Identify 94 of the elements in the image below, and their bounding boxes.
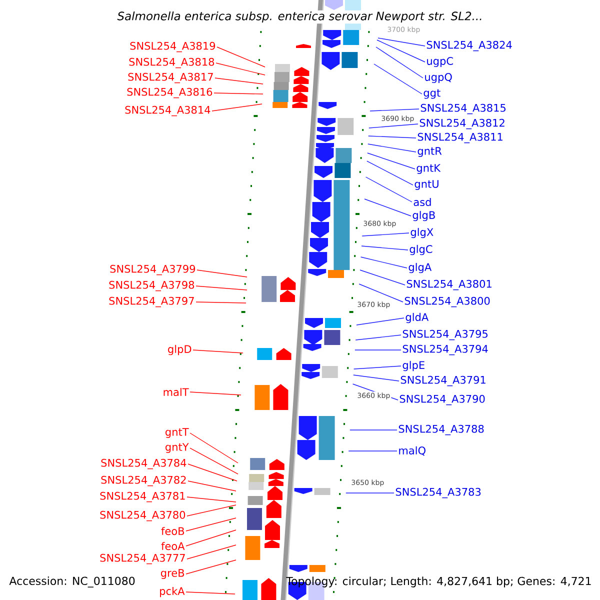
gene-label: SNSL254_A3799 — [110, 264, 196, 276]
gene-label: SNSL254_A3797 — [109, 296, 194, 308]
gene-label: SNSL254_A3818 — [129, 58, 214, 68]
leader-line — [196, 286, 248, 290]
leader-line — [353, 374, 400, 382]
gene-label: SNSL254_A3817 — [128, 72, 213, 84]
title: Salmonella enterica subsp. enterica serovar Newport str. SL2... — [116, 10, 484, 24]
leader-line — [358, 284, 404, 302]
leader-line — [348, 450, 398, 452]
leader-line — [365, 176, 412, 202]
leader-line — [216, 46, 266, 68]
leader-line — [366, 160, 414, 186]
gene-label: malQ — [399, 446, 426, 456]
leader-line — [186, 544, 236, 560]
gene-label: gntT — [166, 428, 189, 438]
gene-label: SNSL254_A3781 — [100, 492, 185, 502]
gene-label: feoB — [161, 526, 184, 536]
gene-label: SNSL254_A3780 — [100, 510, 186, 522]
leader-line — [186, 560, 236, 574]
gene-label: greB — [160, 569, 184, 579]
gene-label: SNSL254_A3788 — [398, 424, 484, 436]
gene-label: SNSL254_A3815 — [420, 104, 506, 114]
leader-line — [367, 152, 416, 170]
gene-label: glgA — [408, 262, 432, 274]
leader-line — [190, 448, 238, 474]
leader-line — [186, 530, 236, 546]
leader-line — [212, 104, 262, 112]
leader-line — [190, 392, 242, 396]
leader-line — [196, 302, 246, 304]
leader-line — [214, 78, 264, 84]
gene-label: feoA — [161, 542, 185, 550]
gene-label: SNSL254_A3812 — [420, 118, 504, 130]
leader-line — [362, 232, 410, 236]
gene-label: glgC — [410, 244, 432, 256]
leader-line — [353, 366, 402, 370]
leader-line — [355, 334, 402, 340]
gene-label: SNSL254_A3801 — [406, 280, 492, 290]
gene-label: ugpQ — [425, 73, 452, 83]
gene-label: SNSL254_A3800 — [404, 296, 490, 308]
leader-line — [196, 270, 248, 278]
gene-label: SNSL254_A3777 — [100, 554, 185, 564]
leader-line — [186, 592, 236, 594]
gene-label: glgX — [410, 228, 434, 238]
gene-label: SNSL254_A3811 — [418, 132, 502, 144]
gene-label: SNSL254_A3794 — [402, 344, 488, 356]
leader-line — [374, 64, 422, 94]
gene-label: SNSL254_A3814 — [125, 106, 210, 116]
leader-line — [376, 40, 426, 62]
leader-line — [186, 504, 236, 516]
leader-line — [190, 432, 238, 464]
gene-label: SNSL254_A3816 — [127, 88, 212, 98]
leader-line — [186, 518, 236, 532]
gene-label: gntK — [416, 164, 441, 174]
gene-label: glgB — [412, 210, 435, 222]
leader-line — [361, 246, 408, 250]
leader-line — [360, 256, 408, 268]
leader-line — [356, 318, 404, 326]
gene-label: SNSL254_A3784 — [101, 458, 186, 470]
gene-label: SNSL254_A3819 — [130, 42, 216, 52]
gene-label: gntY — [166, 443, 189, 453]
leader-line — [216, 62, 266, 76]
gene-label: pckA — [160, 586, 185, 598]
leader-line — [346, 492, 394, 494]
gene-label: gntR — [418, 147, 442, 157]
gene-label: gldA — [406, 312, 429, 324]
gene-label: SNSL254_A3824 — [426, 40, 512, 52]
gene-label: SNSL254_A3782 — [101, 476, 186, 486]
gene-label: SNSL254_A3795 — [402, 330, 488, 340]
leader-line — [192, 350, 244, 354]
accession-text: Accession: NC_011080 — [9, 576, 135, 588]
leader-line — [186, 496, 236, 502]
gene-label: ggt — [424, 89, 440, 99]
gene-label: gntU — [414, 180, 438, 190]
gene-label: malT — [164, 388, 189, 396]
leader-line — [214, 92, 264, 94]
leader-line — [368, 136, 416, 138]
leader-line — [368, 124, 418, 128]
leader-line — [368, 144, 416, 152]
leader-line — [188, 480, 236, 492]
gene-label: ugpC — [427, 57, 453, 67]
gene-label: SNSL254_A3790 — [400, 394, 485, 406]
gene-label: SNSL254_A3791 — [400, 376, 486, 386]
genome-info-text: Topology: circular; Length: 4,827,641 bp; Genes: 4,721 — [286, 576, 591, 588]
leader-line — [376, 46, 424, 78]
gene-label: glpE — [402, 360, 424, 372]
leader-line — [378, 38, 426, 46]
leader-line — [360, 270, 406, 286]
leader-line — [364, 198, 412, 216]
gene-label: SNSL254_A3798 — [109, 280, 194, 292]
gene-label: asd — [414, 198, 431, 206]
leader-line — [188, 464, 238, 482]
leader-line — [370, 108, 420, 112]
gene-label: SNSL254_A3783 — [396, 488, 481, 498]
gene-label: glpD — [168, 344, 192, 356]
